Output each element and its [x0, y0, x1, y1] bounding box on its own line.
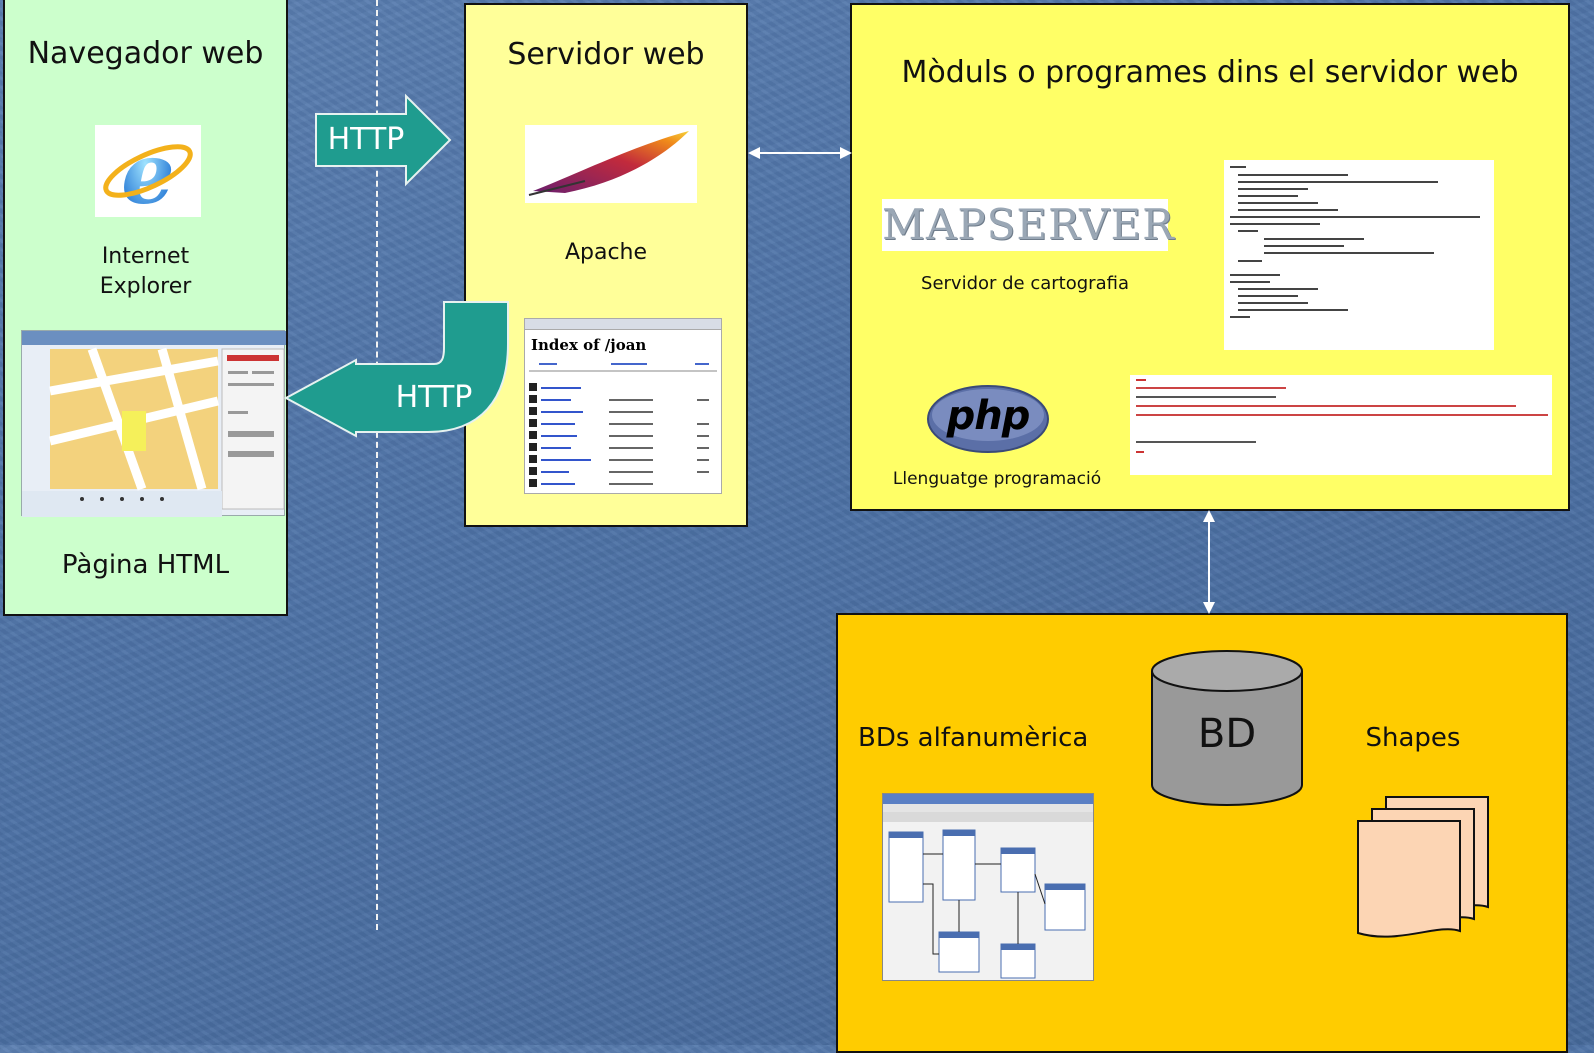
bd-label: BD [1197, 711, 1257, 757]
database-cylinder-icon [1151, 650, 1303, 806]
php-code-screenshot [1130, 375, 1552, 475]
internet-explorer-icon: e [95, 124, 201, 223]
http-response-label: HTTP [395, 380, 473, 415]
php-logo: php [926, 383, 1050, 455]
browser-panel: Navegador web e Internet Explorer [3, 0, 288, 616]
modules-database-connector [1203, 510, 1215, 614]
index-title: Index of /joan [531, 336, 647, 354]
alfanumeric-db-label: BDs alfanumèrica [858, 723, 1089, 753]
shapes-label: Shapes [1365, 723, 1461, 753]
webserver-title: Servidor web [507, 37, 705, 72]
access-relations-screenshot [882, 793, 1094, 981]
ie-label-line1: Internet [101, 244, 190, 269]
http-response-arrow [283, 301, 509, 438]
svg-text:e: e [121, 124, 174, 223]
mapfile-code-screenshot [1224, 160, 1494, 350]
http-request-label: HTTP [327, 122, 405, 157]
webserver-panel: Servidor web Apache Index of /joan [464, 3, 748, 527]
modules-panel: Mòduls o programes dins el servidor web … [850, 3, 1570, 511]
mapserver-label: Servidor de cartografia [921, 273, 1129, 294]
http-request-arrow [315, 93, 452, 187]
directory-index-screenshot: Index of /joan [524, 318, 722, 494]
mapserver-logo: MAPSERVER [882, 199, 1175, 251]
apache-label: Apache [564, 240, 648, 265]
modules-title: Mòduls o programes dins el servidor web [901, 55, 1519, 90]
database-panel: BDs alfanumèrica BD Shapes [836, 613, 1568, 1053]
browser-title: Navegador web [27, 36, 264, 71]
shapes-documents-icon [1357, 796, 1489, 938]
html-page-screenshot [21, 330, 286, 517]
apache-feather-icon [525, 125, 697, 203]
webserver-modules-connector [748, 147, 852, 159]
ie-label-line2: Explorer [99, 274, 192, 299]
separator-line [376, 0, 378, 930]
html-page-label: Pàgina HTML [61, 550, 230, 580]
php-label: Llenguatge programació [892, 469, 1102, 489]
